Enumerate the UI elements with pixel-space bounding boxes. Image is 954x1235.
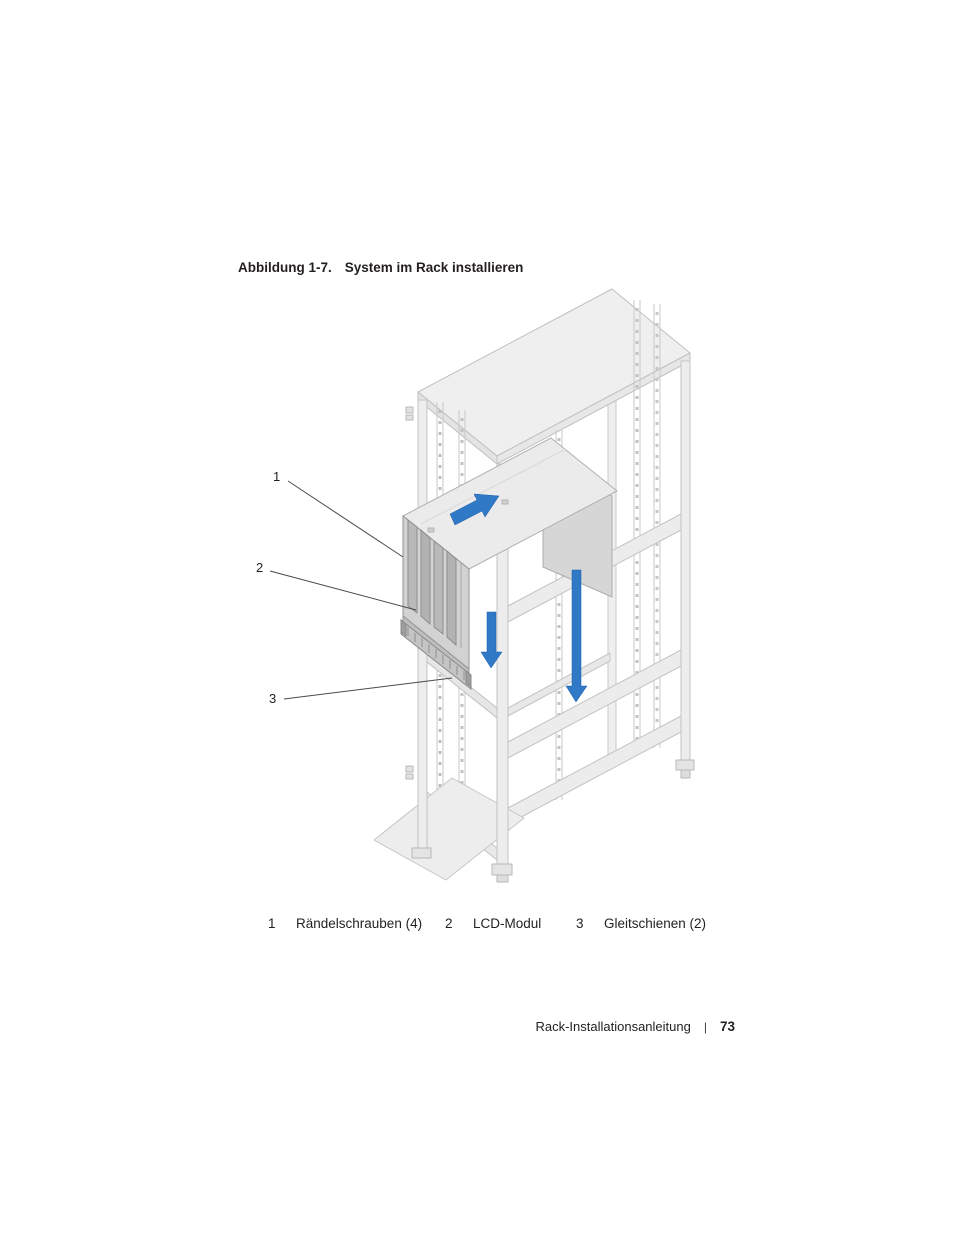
legend-item-label: Rändelschrauben (4) — [296, 916, 423, 931]
legend-item-label: Gleitschienen (2) — [604, 916, 707, 931]
legend-item-number: 1 — [268, 916, 276, 931]
callout-number-3: 3 — [269, 691, 276, 706]
legend-item: 2 LCD-Modul — [445, 916, 541, 932]
insert-arrow-icon — [449, 493, 500, 526]
figure-title: System im Rack installieren — [344, 260, 524, 275]
callout-number-2: 2 — [256, 560, 263, 575]
down-arrow-long-icon — [565, 569, 588, 703]
legend-item: 1 Rändelschrauben (4) — [268, 916, 422, 932]
footer-page-number: 73 — [719, 1019, 735, 1034]
callout-leader-3 — [283, 677, 453, 700]
rack-top-panel — [417, 288, 691, 465]
lcd-module — [400, 618, 472, 691]
footer-separator: | — [703, 1020, 707, 1034]
callout-leader-2 — [269, 570, 417, 611]
figure-label: Abbildung 1-7. — [238, 260, 332, 275]
legend-item-number: 2 — [445, 916, 453, 931]
figure-caption: Abbildung 1-7. System im Rack installiere… — [238, 260, 523, 275]
footer-doc-title: Rack-Installationsanleitung — [535, 1019, 691, 1034]
chassis-blades — [407, 518, 462, 648]
legend-item-label: LCD-Modul — [473, 916, 542, 931]
callout-number-1: 1 — [273, 469, 280, 484]
chassis — [402, 437, 618, 677]
callout-leader-1 — [287, 480, 404, 558]
legend-item: 3 Gleitschienen (2) — [576, 916, 706, 932]
page-footer: Rack-Installationsanleitung | 73 — [535, 1019, 735, 1034]
rack-beams — [426, 513, 682, 861]
down-arrow-short-icon — [480, 611, 503, 669]
legend-item-number: 3 — [576, 916, 584, 931]
